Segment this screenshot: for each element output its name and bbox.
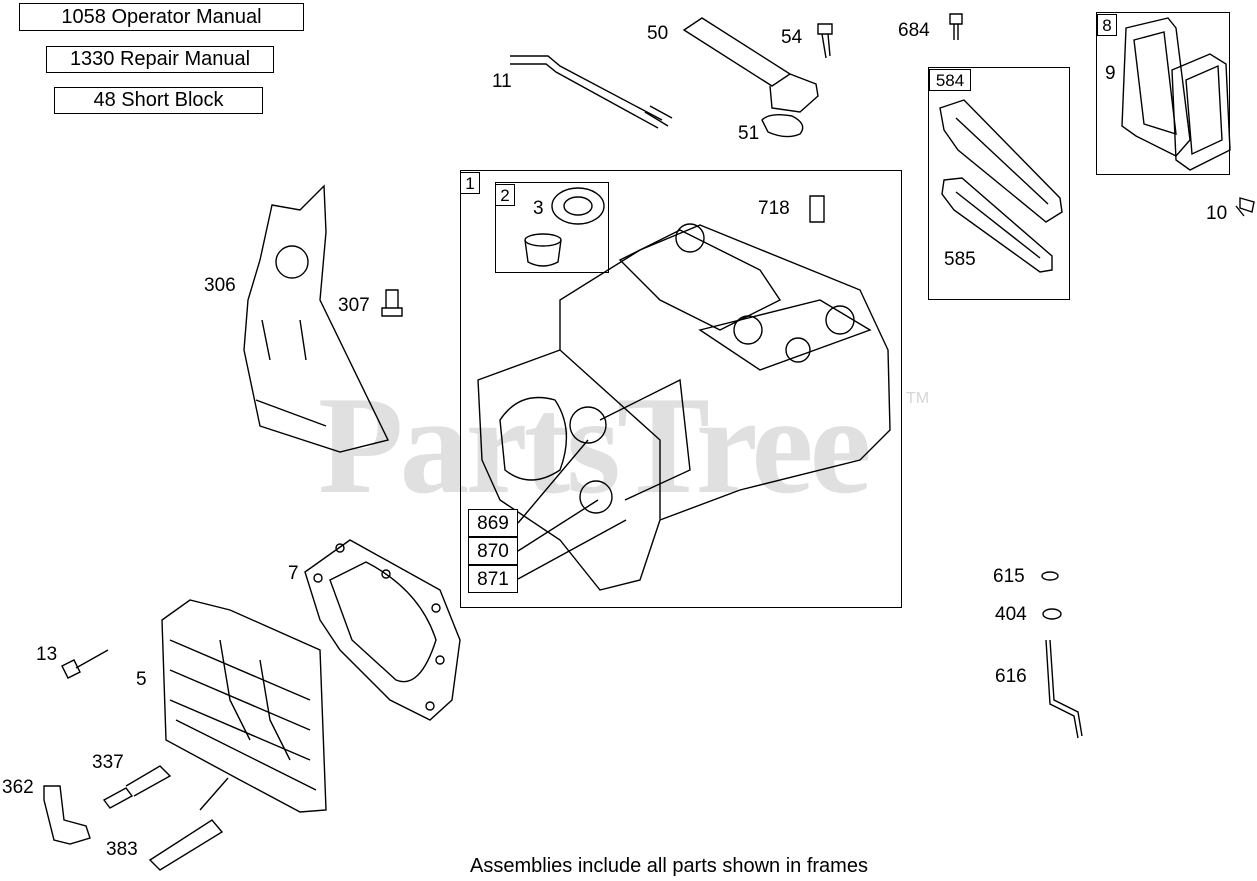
screw-307[interactable] xyxy=(381,289,403,317)
oil-seal-3[interactable] xyxy=(551,187,605,225)
callout-11[interactable]: 11 xyxy=(492,71,512,92)
gasket-584[interactable] xyxy=(939,99,1063,223)
callout-869[interactable]: 869 xyxy=(468,509,518,537)
nut-615[interactable] xyxy=(1041,571,1059,581)
callout-615[interactable]: 615 xyxy=(993,566,1025,587)
callout-50[interactable]: 50 xyxy=(647,23,669,44)
callout-718[interactable]: 718 xyxy=(758,198,790,219)
callout-51[interactable]: 51 xyxy=(738,123,760,144)
dipstick-tube-11[interactable] xyxy=(510,55,673,129)
washer-404[interactable] xyxy=(1042,608,1062,620)
bolt-684[interactable] xyxy=(949,13,963,40)
callout-3[interactable]: 3 xyxy=(533,198,544,219)
callout-362[interactable]: 362 xyxy=(2,777,34,798)
head-gasket-7[interactable] xyxy=(304,539,461,721)
tool-383[interactable] xyxy=(148,777,229,871)
frame-1-label: 1 xyxy=(460,172,480,194)
leader-lines xyxy=(517,439,627,580)
gasket-51[interactable] xyxy=(761,113,804,138)
watermark-logo: PartsTree xyxy=(318,368,872,523)
spark-plug-337[interactable] xyxy=(102,765,172,809)
bolt-54[interactable] xyxy=(817,23,833,59)
cylinder-head-5[interactable] xyxy=(161,599,327,813)
callout-7[interactable]: 7 xyxy=(288,563,299,584)
frame-584 xyxy=(928,67,1070,300)
callout-871[interactable]: 871 xyxy=(468,565,518,593)
callout-306[interactable]: 306 xyxy=(204,275,236,296)
callout-307[interactable]: 307 xyxy=(338,295,370,316)
callout-404[interactable]: 404 xyxy=(995,604,1027,625)
engine-block[interactable] xyxy=(477,223,891,591)
callout-13[interactable]: 13 xyxy=(36,644,58,665)
short-block-link[interactable]: 48 Short Block xyxy=(54,87,263,114)
link-616[interactable] xyxy=(1045,639,1083,739)
head-bolt-13[interactable] xyxy=(61,649,109,679)
breather-gasket-9[interactable] xyxy=(1121,17,1191,157)
callout-10[interactable]: 10 xyxy=(1206,203,1228,224)
callout-337[interactable]: 337 xyxy=(92,752,124,773)
operator-manual-link[interactable]: 1058 Operator Manual xyxy=(19,3,304,31)
callout-585[interactable]: 585 xyxy=(944,249,976,270)
frame-1 xyxy=(460,170,902,608)
screw-10[interactable] xyxy=(1235,197,1255,217)
gasket-585[interactable] xyxy=(941,177,1053,273)
callout-684[interactable]: 684 xyxy=(898,20,930,41)
callout-9[interactable]: 9 xyxy=(1105,63,1116,84)
frame-2-label: 2 xyxy=(495,184,515,206)
callout-54[interactable]: 54 xyxy=(781,27,803,48)
dipstick-tube-50[interactable] xyxy=(682,17,819,113)
repair-manual-link[interactable]: 1330 Repair Manual xyxy=(46,46,274,73)
watermark-trademark: TM xyxy=(906,390,930,407)
frame-584-label[interactable]: 584 xyxy=(929,69,971,91)
callout-870[interactable]: 870 xyxy=(468,537,518,565)
bushing[interactable] xyxy=(524,233,562,267)
frame-2 xyxy=(495,182,609,273)
callout-5[interactable]: 5 xyxy=(136,669,147,690)
callout-616[interactable]: 616 xyxy=(995,666,1027,687)
callout-383[interactable]: 383 xyxy=(106,839,138,860)
breather-cover[interactable] xyxy=(1171,53,1231,171)
assemblies-footnote: Assemblies include all parts shown in fr… xyxy=(470,855,868,877)
frame-8 xyxy=(1096,12,1230,175)
dowel-pin-718[interactable] xyxy=(809,195,825,223)
frame-8-label[interactable]: 8 xyxy=(1097,14,1117,36)
spark-plug-boot-362[interactable] xyxy=(43,785,91,845)
air-baffle-306[interactable] xyxy=(243,184,390,453)
